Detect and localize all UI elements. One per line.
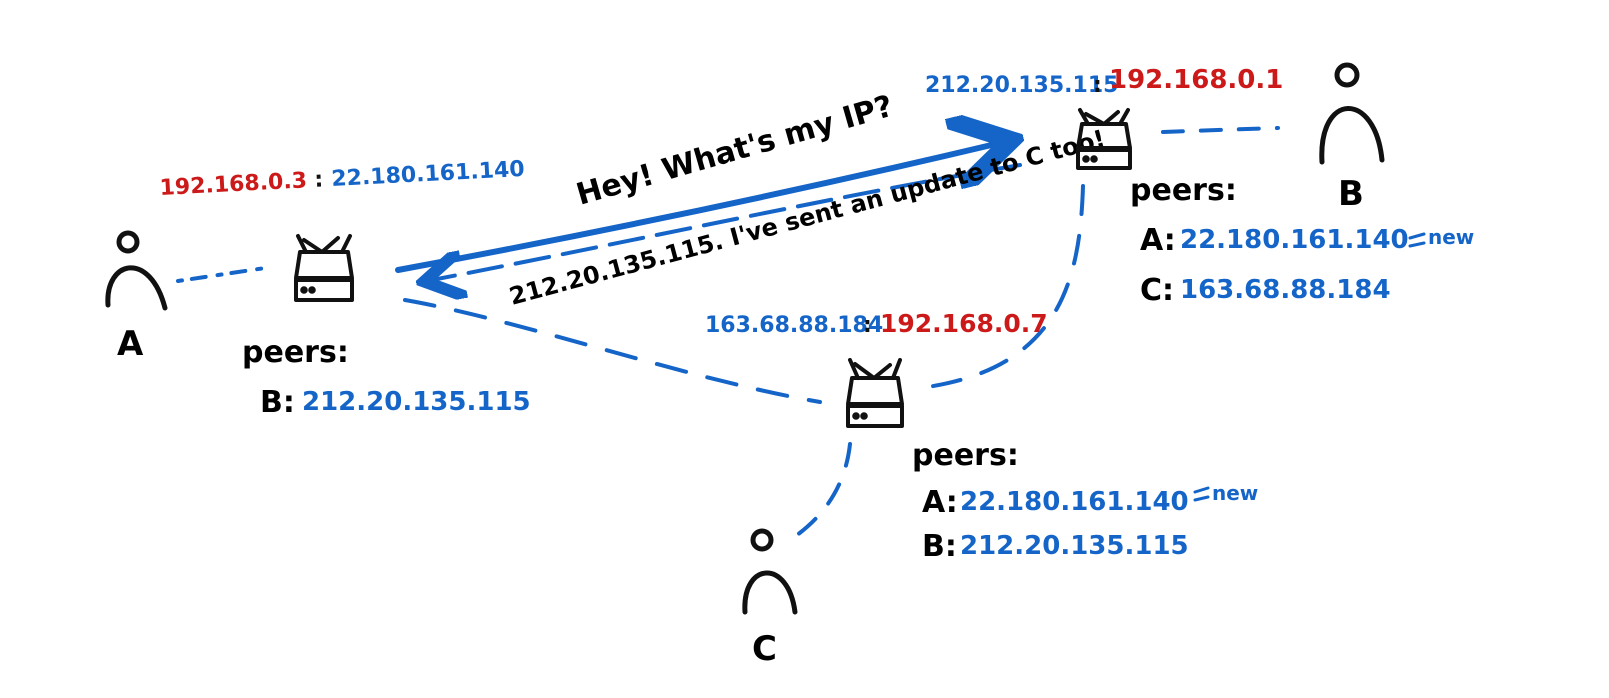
person-icon [1319,62,1385,165]
reply-arrow [432,163,1022,280]
node-c-peers-label: peers: [912,438,1019,473]
node-c-peer-b-ip: 212.20.135.115 [960,531,1189,561]
node-c-public-ip: 163.68.88.184 [705,313,883,338]
node-c-address: 163.68.88.184 : 192.168.0.7 [705,309,1048,338]
node-c-peer-a-key: A: [922,485,958,520]
node-b-separator: : [1093,73,1102,98]
node-c-peer-a-ip: 22.180.161.140 [960,487,1189,517]
new-tag-arrow-c [1193,486,1210,502]
router-icon [1076,108,1132,170]
node-b-address: 212.20.135.115 : 192.168.0.1 [925,65,1283,98]
link-router-c-to-person-c [788,442,852,542]
node-c-peer-b-key: B: [922,529,957,564]
links [176,126,1280,542]
node-c: C 163.68.88.184 : 192.168.0.7 peers: A: … [705,309,1258,669]
node-c-private-ip: 192.168.0.7 [880,309,1048,338]
link-person-a-to-router-a [176,266,267,283]
node-a-address: 192.168.0.3 : 22.180.161.140 [159,157,525,201]
node-a-peer-key: B: [260,385,295,420]
node-a-peers-label: peers: [242,335,349,370]
node-c-separator: : [863,313,872,338]
node-a-public-ip: 22.180.161.140 [331,157,526,192]
new-tag-arrow-b [1408,232,1426,248]
person-c-letter: C [752,629,777,669]
request-arrow [395,143,1000,273]
node-a: A 192.168.0.3 : 22.180.161.140 peers: B:… [105,157,531,420]
node-b-peer-a-key: A: [1140,223,1176,258]
link-router-b-to-person-b [1161,126,1280,134]
node-b-peer-c-key: C: [1140,273,1174,308]
node-b-public-ip: 212.20.135.115 [925,73,1118,98]
router-icon [846,358,904,428]
node-b-peers-label: peers: [1130,173,1237,208]
person-a-letter: A [117,324,144,364]
node-b-peer-c-ip: 163.68.88.184 [1180,275,1391,305]
node-c-peer-a-new-tag: new [1212,481,1258,505]
node-b-private-ip: 192.168.0.1 [1109,65,1283,95]
link-router-a-to-router-c [403,298,822,404]
router-icon [294,234,354,302]
person-icon [742,528,798,615]
node-b: B 212.20.135.115 : 192.168.0.1 peers: A:… [925,62,1474,308]
node-a-private-ip: 192.168.0.3 [159,168,308,201]
node-b-peer-a-ip: 22.180.161.140 [1180,225,1409,255]
node-b-peer-a-new-tag: new [1428,225,1474,249]
reply-message: 212.20.135.115. I've sent an update to C… [506,124,1108,310]
person-b-letter: B [1338,174,1364,214]
node-a-separator: : [314,167,324,192]
person-icon [105,230,168,311]
link-router-b-to-router-c [918,184,1085,390]
node-a-peer-ip: 212.20.135.115 [302,387,531,417]
